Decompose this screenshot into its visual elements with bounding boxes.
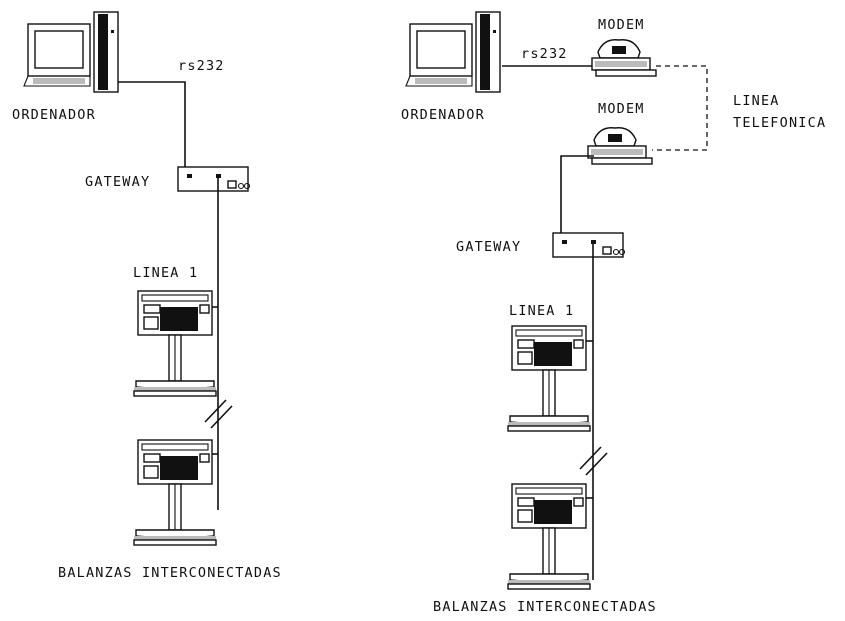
line-break-icon — [579, 446, 608, 476]
right-modem-bottom-label: MODEM — [598, 101, 645, 117]
modem-icon — [587, 127, 653, 165]
right-linea-label: LINEA — [733, 93, 780, 109]
left-diagram: ORDENADOR rs232 GATEWAY LINEA 1 BALANZAS… — [12, 11, 282, 581]
right-diagram: ORDENADOR rs232 MODEM LINEA TELEFONICA M… — [401, 11, 826, 615]
right-modem-gateway-line — [560, 155, 594, 238]
right-balanzas-label: BALANZAS INTERCONECTADAS — [433, 599, 657, 615]
scale-icon — [133, 290, 217, 397]
right-linea1-label: LINEA 1 — [509, 303, 574, 319]
left-rs232-label: rs232 — [178, 58, 225, 74]
scale-icon — [507, 325, 591, 432]
computer-icon — [23, 11, 119, 93]
line-break-icon — [204, 399, 233, 429]
left-gateway-label: GATEWAY — [85, 174, 150, 190]
right-rs232-label: rs232 — [521, 46, 568, 62]
left-balanzas-label: BALANZAS INTERCONECTADAS — [58, 565, 282, 581]
scale-icon — [507, 483, 591, 590]
right-telefonica-label: TELEFONICA — [733, 115, 826, 131]
left-rs232-line — [118, 81, 186, 170]
left-ordenador-label: ORDENADOR — [12, 107, 96, 123]
computer-icon — [405, 11, 501, 93]
right-gateway-label: GATEWAY — [456, 239, 521, 255]
modem-icon — [591, 39, 657, 77]
scale-icon — [133, 439, 217, 546]
right-modem-top-label: MODEM — [598, 17, 645, 33]
gateway-icon — [552, 232, 626, 258]
left-linea1-label: LINEA 1 — [133, 265, 198, 281]
right-ordenador-label: ORDENADOR — [401, 107, 485, 123]
gateway-icon — [177, 166, 251, 192]
telephone-line — [652, 65, 708, 151]
